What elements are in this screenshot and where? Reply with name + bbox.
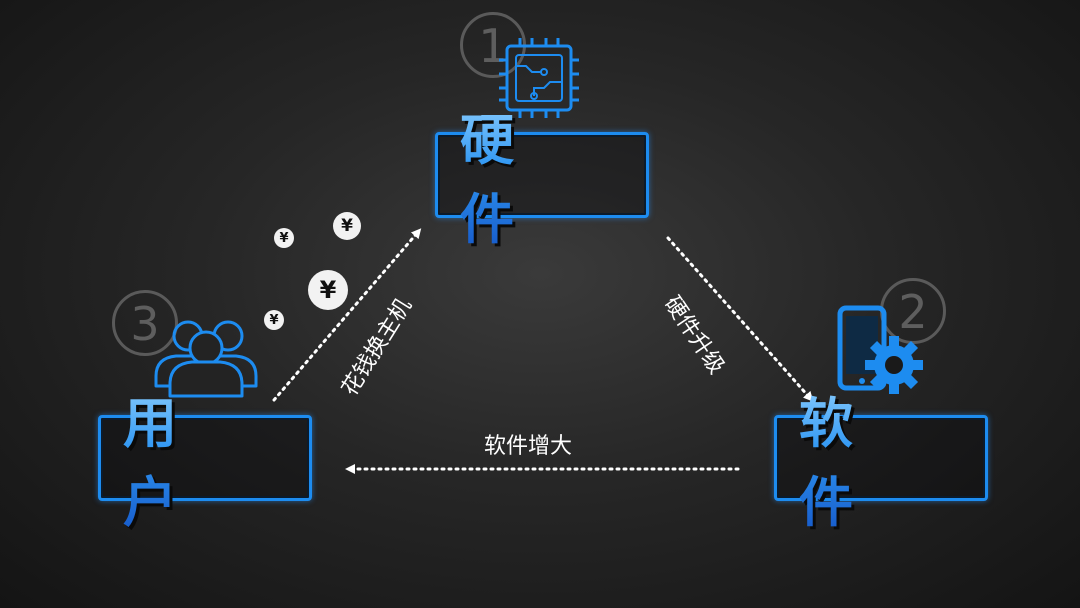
step-number-3: 3 xyxy=(112,290,178,356)
edge-label-software-to-user: 软件增大 xyxy=(484,434,573,459)
yuan-coin-icon: ¥ xyxy=(264,310,284,330)
node-user-label: 用 户 xyxy=(101,379,309,537)
node-hardware-label: 硬 件 xyxy=(438,96,646,254)
node-hardware: 硬 件 xyxy=(435,109,649,251)
node-software: 软 件 xyxy=(774,392,988,534)
yuan-coin-icon: ¥ xyxy=(308,270,348,310)
users-group-icon xyxy=(154,320,258,398)
cpu-chip-icon xyxy=(499,38,579,118)
node-user: 用 户 xyxy=(98,392,312,534)
node-software-label: 软 件 xyxy=(777,379,985,537)
yuan-coin-icon: ¥ xyxy=(333,212,361,240)
phone-gear-icon xyxy=(837,305,923,394)
arrow-hardware-to-software xyxy=(666,236,814,402)
arrow-user-to-hardware xyxy=(272,228,422,402)
yuan-coin-icon: ¥ xyxy=(274,228,294,248)
